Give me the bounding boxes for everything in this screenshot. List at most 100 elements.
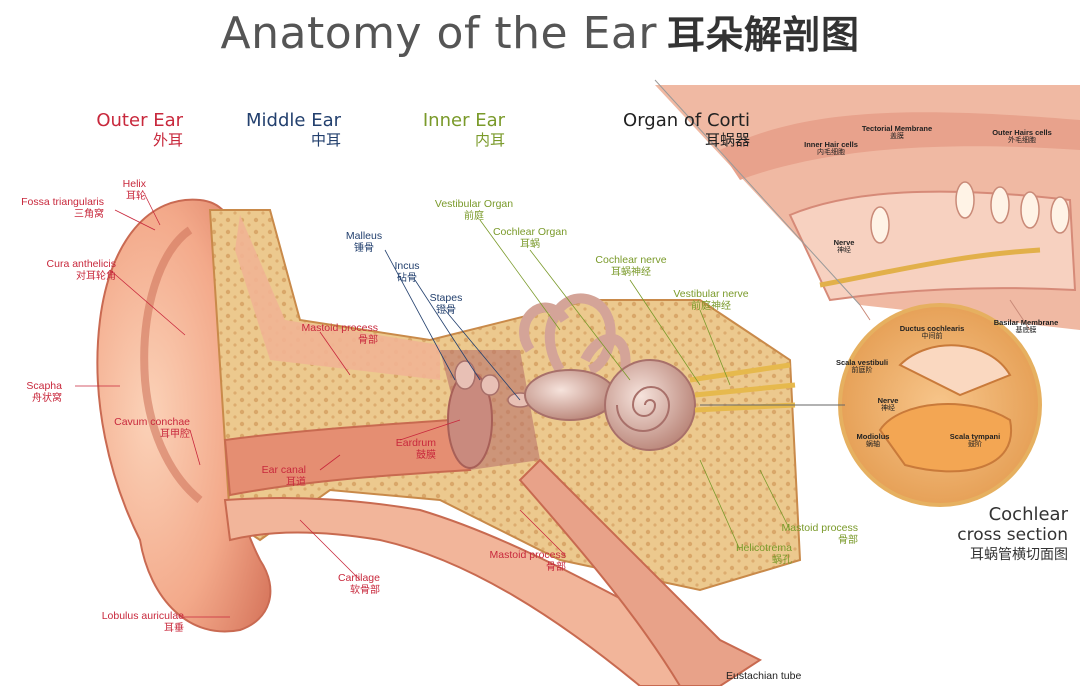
label-incus-zh: 砧骨	[397, 273, 417, 285]
header-outer-zh: 外耳	[152, 130, 183, 149]
cross-section-line1: Cochlear	[988, 504, 1068, 525]
cross-section-caption: Cochlear cross section 耳蜗管横切面图	[920, 504, 1068, 564]
corti-membrane	[720, 112, 1080, 180]
corti-divider	[654, 79, 861, 306]
label-inner-hair-en: Inner Hair cells	[804, 140, 858, 149]
label-modiolus-en: Modiolus	[856, 432, 890, 441]
label-eardrum-zh: 鼓膜	[416, 450, 436, 462]
label-mastoid1-zh: 骨部	[358, 335, 378, 347]
label-vestibular-nerve-zh: 前庭神经	[691, 301, 731, 313]
leader-lines	[75, 194, 566, 618]
label-nerve1-en: Nerve	[833, 238, 855, 247]
label-cochlear-nerve-en: Cochlear nerve	[595, 254, 667, 266]
label-scapha-zh: 舟状窝	[32, 393, 62, 405]
label-cavum-zh: 耳甲腔	[160, 429, 190, 441]
label-cochlear-organ-zh: 耳蜗	[520, 239, 540, 251]
label-cura-zh: 对耳轮角	[76, 271, 116, 283]
label-helix-en: Helix	[122, 178, 146, 190]
header-middle-zh: 中耳	[310, 130, 341, 149]
label-earcanal-zh: 耳道	[286, 477, 306, 489]
leader-lines-green	[479, 219, 791, 551]
label-scala-vestibuli-zh: 前庭阶	[851, 367, 873, 375]
label-fossa-en: Fossa triangularis	[21, 196, 104, 208]
hair-cells	[870, 181, 1070, 244]
label-scapha-en: Scapha	[26, 380, 62, 392]
header-outer-en: Outer Ear	[96, 110, 183, 131]
cochlea	[604, 359, 696, 451]
label-mastoid1-en: Mastoid process	[301, 322, 378, 334]
label-helicotrema-zh: 蜗孔	[772, 555, 792, 567]
skin-layer-top	[235, 215, 440, 380]
label-stapes-zh: 镫骨	[436, 305, 456, 317]
label-cartilage-en: Cartilage	[337, 572, 380, 584]
label-vestibular-organ-en: Vestibular Organ	[434, 198, 514, 210]
label-basilar-en: Basilar Membrane	[993, 318, 1059, 327]
label-malleus-zh: 锤骨	[354, 243, 374, 255]
label-eustachian-en: Eustachian tube	[726, 670, 802, 682]
header-corti-en: Organ of Corti	[623, 110, 750, 131]
label-earcanal-en: Ear canal	[261, 464, 306, 476]
label-outer-hair-en: Outer Hairs cells	[992, 128, 1052, 137]
label-helix-zh: 耳轮	[126, 191, 146, 203]
label-nerve1-zh: 神经	[837, 247, 851, 255]
vestibule	[524, 369, 616, 421]
cross-section-line2: cross section	[957, 524, 1068, 545]
label-scala-vestibuli-en: Scala vestibuli	[835, 358, 889, 367]
label-tectorial-en: Tectorial Membrane	[861, 124, 933, 133]
label-incus-en: Incus	[394, 260, 420, 272]
label-mastoid3-en: Mastoid process	[781, 522, 858, 534]
label-basilar-zh: 基底膜	[1015, 327, 1037, 335]
label-helicotrema-en: Helicotrema	[735, 542, 792, 554]
label-outer-hair-zh: 外毛细胞	[1008, 137, 1036, 145]
label-scala-tympani-en: Scala tympani	[949, 432, 1001, 441]
label-lobulus-en: Lobulus auriculae	[101, 610, 184, 622]
auditory-nerves	[689, 362, 796, 413]
corti-nerve-fiber	[819, 247, 1041, 288]
label-eustachian-tube: Eustachian tube	[726, 670, 816, 683]
leader-lines-navy	[384, 249, 521, 401]
header-middle-ear: Middle Ear 中耳	[228, 111, 341, 149]
label-malleus-en: Malleus	[345, 230, 383, 242]
eustachian-tube-shape	[518, 458, 763, 686]
label-inner-hair-zh: 内毛细胞	[817, 149, 845, 157]
label-ductus-zh: 中间前	[921, 333, 943, 341]
label-cartilage-zh: 软骨部	[350, 585, 380, 597]
label-cochlear-organ-en: Cochlear Organ	[492, 226, 568, 238]
label-cochlear-nerve-zh: 耳蜗神经	[611, 267, 651, 279]
auricle-fold	[140, 226, 203, 504]
cross-section-zh: 耳蜗管横切面图	[970, 547, 1068, 564]
label-eardrum-en: Eardrum	[395, 437, 436, 449]
cochlea-spiral	[616, 386, 671, 432]
basilar-link-line	[859, 299, 1031, 331]
header-inner-zh: 内耳	[474, 130, 505, 149]
header-organ-of-corti: Organ of Corti 耳蜗器	[600, 110, 750, 149]
label-lobulus-zh: 耳垂	[164, 623, 184, 635]
